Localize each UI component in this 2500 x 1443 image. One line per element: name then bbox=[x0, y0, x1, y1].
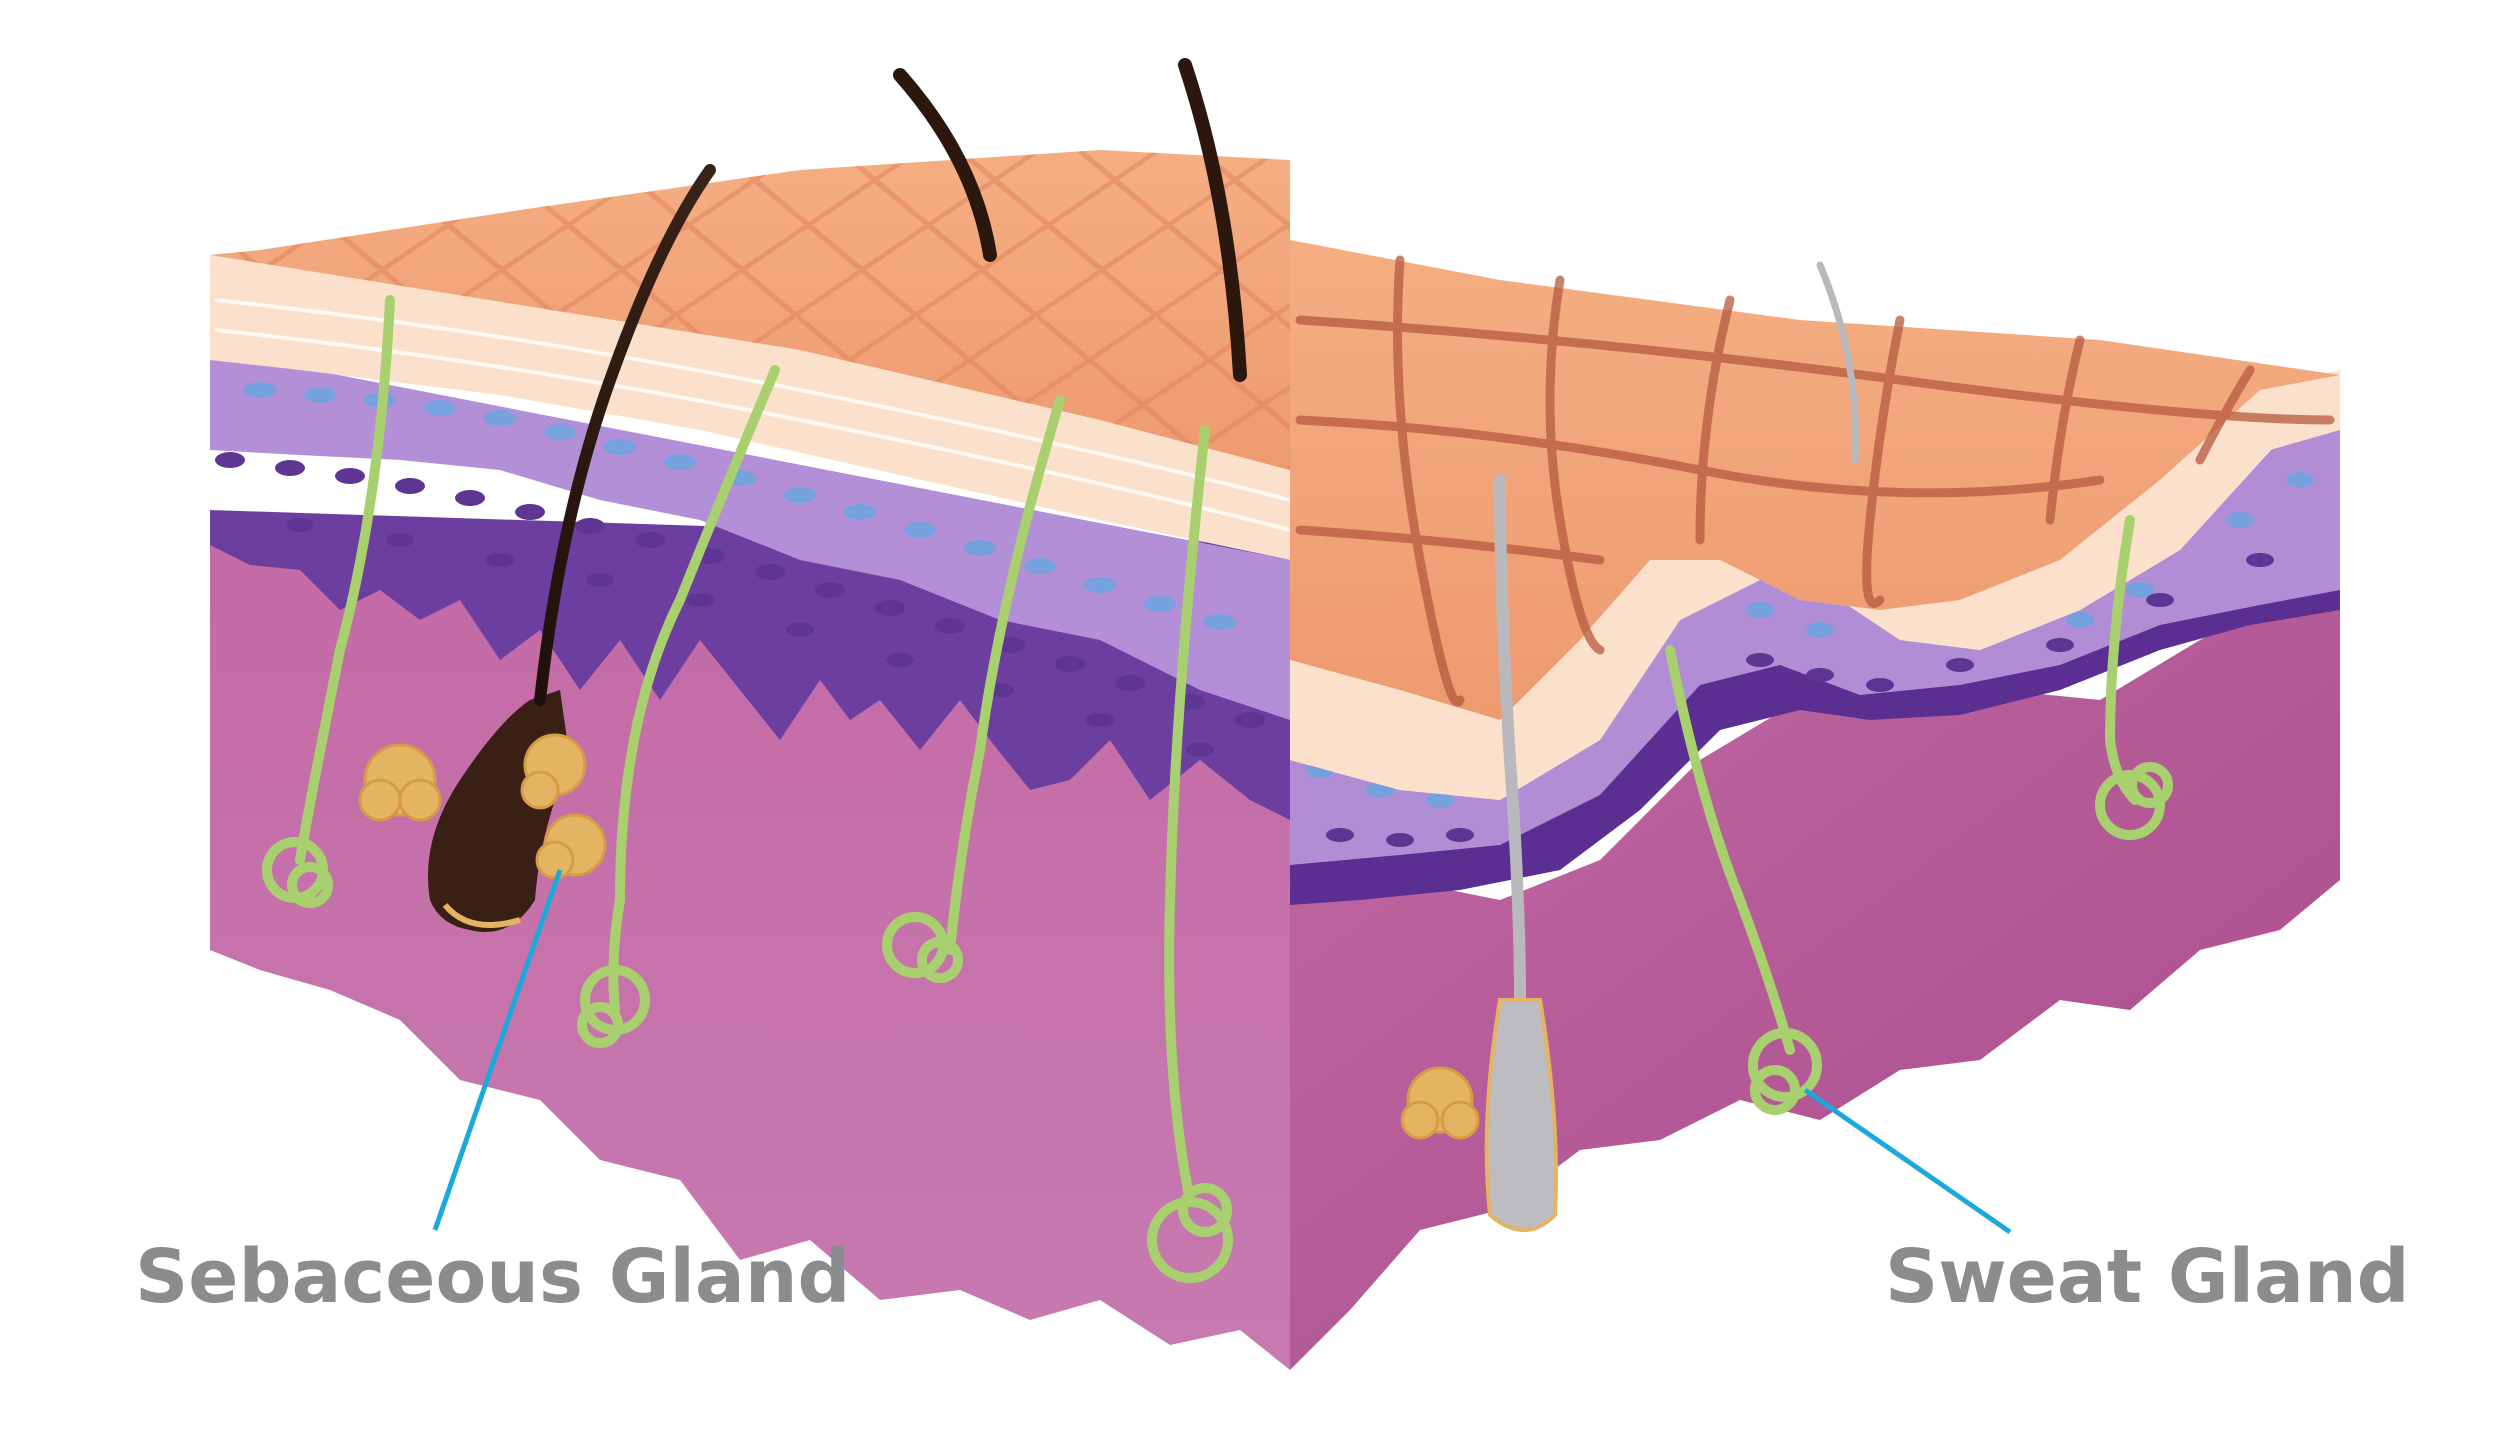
sebaceous-gland-label: Sebaceous Gland bbox=[135, 1234, 851, 1320]
spinous-layer-left bbox=[210, 350, 1290, 720]
spinous-layer-right bbox=[1290, 420, 2340, 865]
sweat-leader-line bbox=[1803, 1087, 2012, 1235]
sebaceous-leader-line bbox=[432, 869, 563, 1231]
hair-follicle-icon bbox=[428, 58, 1860, 1232]
skin-grid-right bbox=[1295, 255, 2335, 707]
sweat-gland-label: Sweat Gland bbox=[1885, 1234, 2410, 1320]
basal-layer-right bbox=[1290, 585, 2340, 905]
sebaceous-gland-icon bbox=[358, 733, 1480, 1140]
leader-lines bbox=[432, 869, 2012, 1235]
stratum-band-right bbox=[1290, 370, 2340, 800]
stratum-band-left bbox=[210, 255, 1290, 560]
cell-dots-left bbox=[244, 382, 1236, 630]
left-skin-block bbox=[210, 150, 1291, 1370]
right-skin-block bbox=[1290, 240, 2340, 1370]
sweat-gland-icon bbox=[262, 295, 2173, 1283]
